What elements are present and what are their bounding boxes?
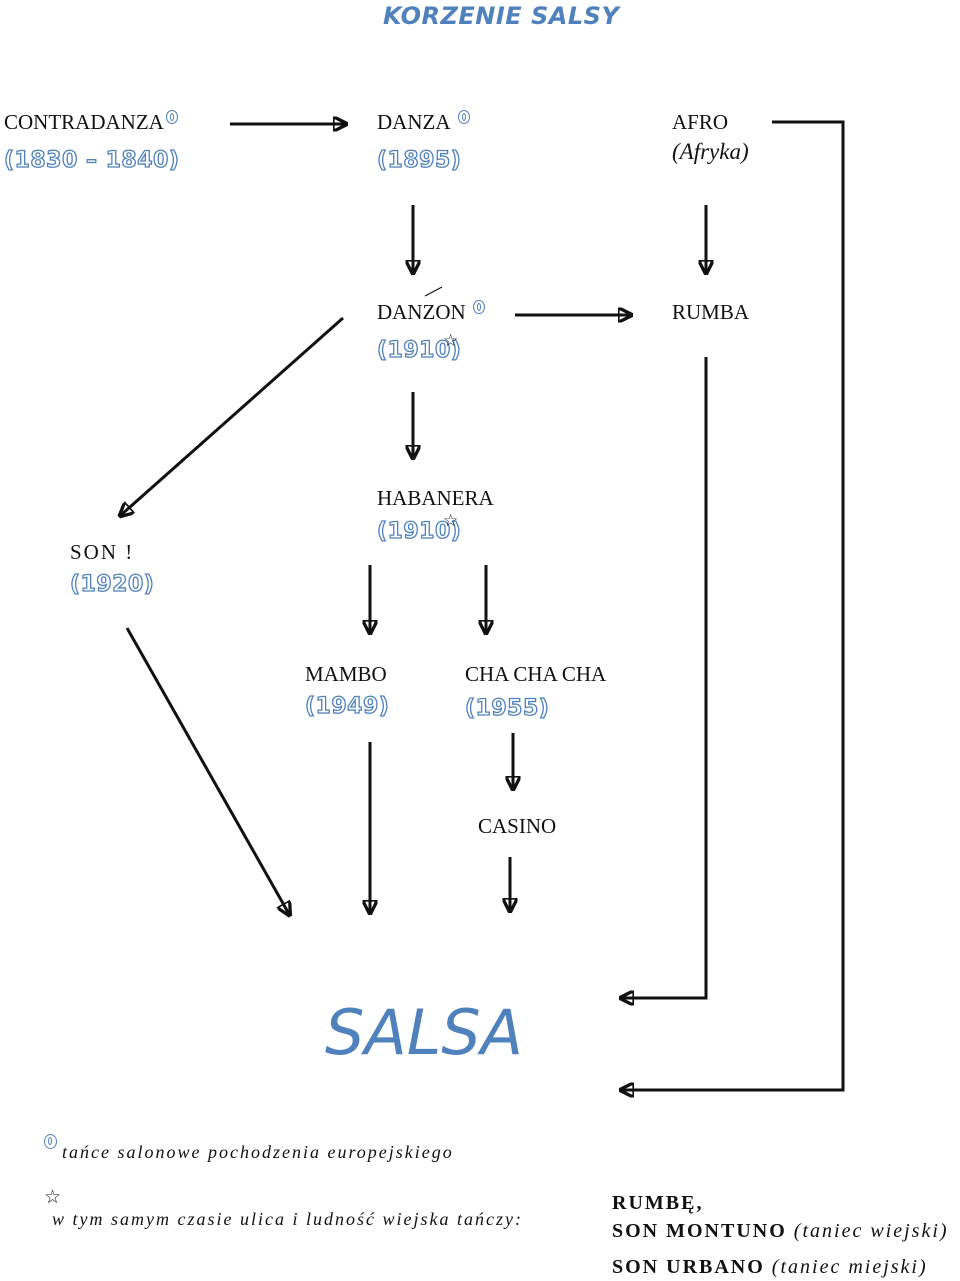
diagram-title: KORZENIE SALSY — [383, 2, 620, 30]
node-casino-label: CASINO — [478, 814, 557, 838]
node-salsa-label: SALSA — [325, 996, 524, 1069]
node-danzon-year: (1910) — [376, 337, 462, 363]
node-habanera-year: (1910) — [376, 518, 462, 544]
street-dance-rumbe: RUMBĘ, — [612, 1192, 704, 1214]
node-danzon: DANZON — [377, 300, 485, 325]
node-afro-sub: (Afryka) — [672, 139, 749, 164]
star-icon: ☆ — [443, 331, 459, 351]
legend-street-dances: RUMBĘ, — [612, 1192, 703, 1215]
street-dance-son-montuno: SON MONTUNO — [612, 1220, 787, 1242]
node-danza: DANZA — [377, 110, 470, 135]
arrow-rumba-salsa — [622, 357, 708, 998]
arrow-son-salsa — [125, 627, 289, 914]
street-dance-son-urbano-note: (taniec miejski) — [771, 1256, 928, 1278]
legend-circle-note: tańce salonowe pochodzenia europejskiego — [62, 1142, 454, 1162]
node-chachacha-year: (1955) — [464, 695, 550, 721]
node-son-label: SON ! — [70, 540, 135, 564]
node-danzon-label: DANZON — [377, 300, 466, 324]
street-dance-son-urbano: SON URBANO — [612, 1256, 765, 1278]
node-chachacha-label: CHA CHA CHA — [465, 662, 607, 686]
node-danza-label: DANZA — [377, 110, 451, 134]
legend-son-urbano: SON URBANO (taniec miejski) — [612, 1256, 928, 1279]
node-afro-label: AFRO — [672, 110, 729, 134]
legend-son-montuno: SON MONTUNO (taniec wiejski) — [612, 1220, 949, 1243]
european-salon-dance-mark-icon — [165, 110, 178, 124]
node-danza-year: (1895) — [376, 147, 462, 173]
node-mambo-label: MAMBO — [305, 662, 387, 686]
node-contradanza-year: (1830 – 1840) — [3, 147, 180, 173]
node-habanera-label: HABANERA — [377, 486, 494, 510]
arrow-danzon-son — [121, 316, 344, 515]
node-mambo-year: (1949) — [304, 693, 390, 719]
european-salon-dance-mark-icon — [457, 110, 470, 124]
legend-circle-mark — [42, 1134, 57, 1152]
street-dance-son-montuno-note: (taniec wiejski) — [793, 1220, 949, 1242]
arrow-afro-salsa — [622, 120, 845, 1090]
european-salon-dance-mark-icon — [472, 300, 485, 314]
node-contradanza: CONTRADANZA — [4, 110, 178, 135]
legend-star-note: w tym samym czasie ulica i ludność wiejs… — [52, 1209, 523, 1229]
star-icon: ☆ — [44, 1186, 62, 1208]
accent-stroke-icon — [424, 286, 443, 297]
node-son-year: (1920) — [69, 571, 155, 597]
star-icon: ☆ — [443, 511, 459, 531]
european-salon-dance-mark-icon — [44, 1134, 57, 1149]
node-rumba-label: RUMBA — [672, 300, 750, 324]
node-contradanza-label: CONTRADANZA — [4, 110, 164, 134]
